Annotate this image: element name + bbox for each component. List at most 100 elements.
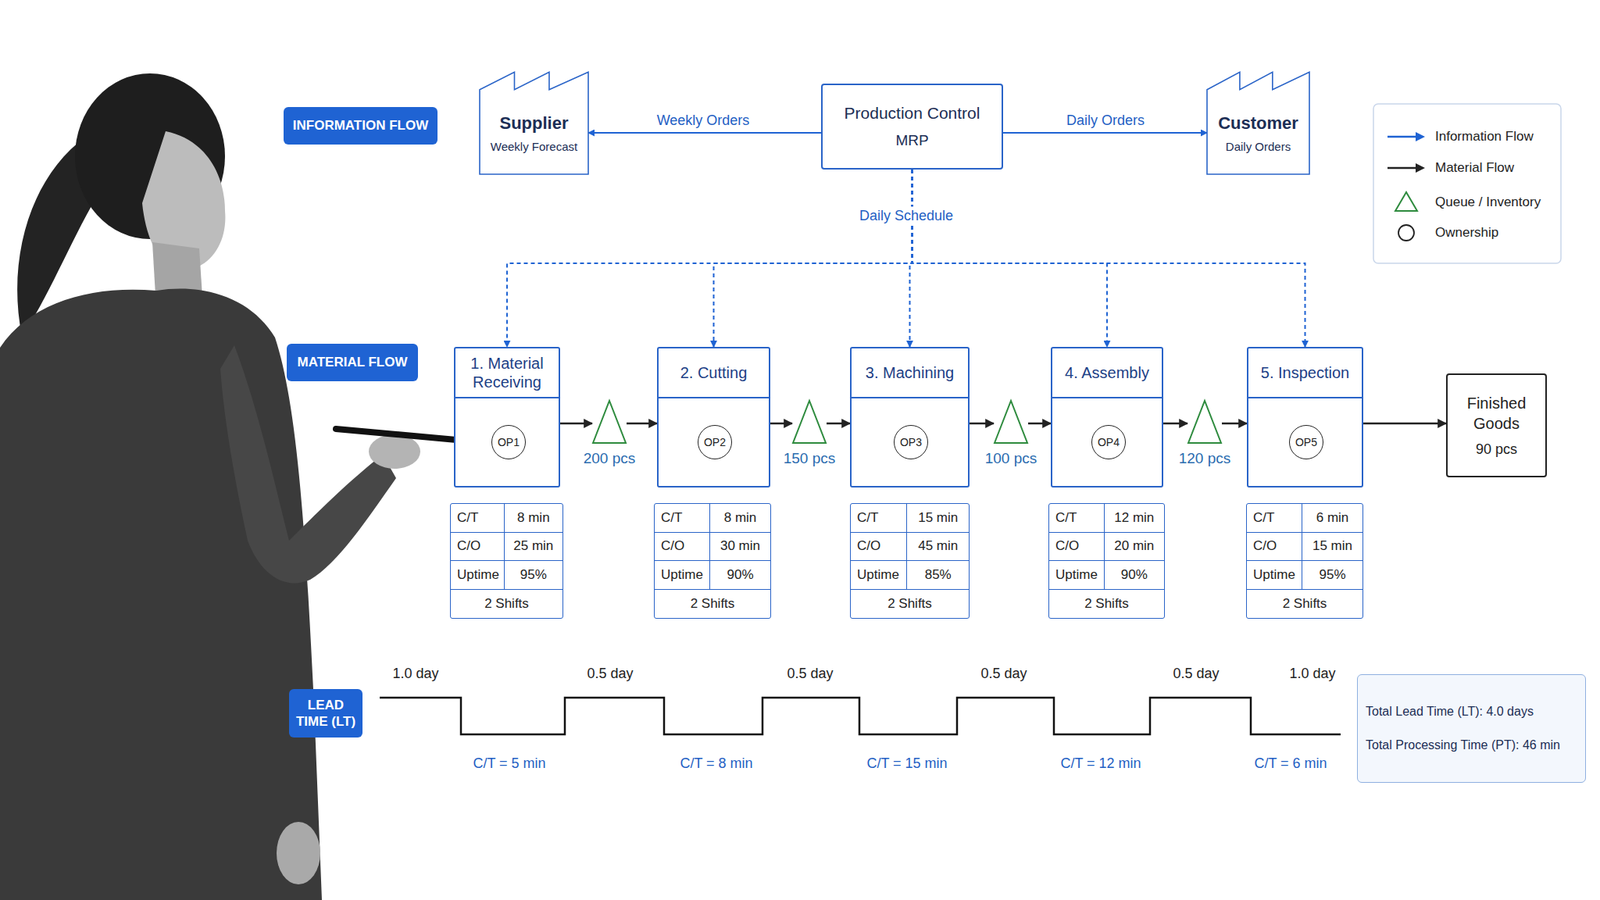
material-arrow — [969, 422, 994, 425]
cell-text: C/O — [1055, 538, 1079, 554]
table-cell: 2 Shifts — [450, 589, 563, 619]
table-cell: Uptime — [654, 560, 711, 590]
cell-text: C/O — [660, 538, 685, 554]
section-band: LEAD TIME (LT) — [289, 689, 363, 738]
table-cell: 2 Shifts — [1246, 589, 1363, 619]
cell-text: 2 Shifts — [690, 596, 736, 612]
triangle-outline — [792, 400, 827, 444]
process-box: 4. AssemblyOP4 — [1050, 346, 1164, 488]
material-arrow — [826, 422, 850, 425]
node-text: MRP — [895, 132, 929, 150]
cell-text: 20 min — [1114, 538, 1154, 554]
cell-text: Uptime — [1055, 567, 1098, 583]
table-cell: 90% — [1104, 560, 1165, 590]
node-text: 200 pcs — [583, 450, 636, 468]
table-cell: 15 min — [1302, 532, 1363, 562]
node-text: 2. Cutting — [658, 348, 769, 399]
cell-text: 25 min — [513, 538, 554, 554]
owner-circle: OP1 — [491, 425, 526, 460]
section-band: MATERIAL FLOW — [286, 343, 418, 382]
cell-text: 90% — [726, 567, 754, 583]
cell-text: 15 min — [1312, 538, 1353, 554]
material-arrow — [1221, 422, 1247, 425]
table-cell: 2 Shifts — [654, 589, 771, 619]
wait-time-label: 0.5 day — [980, 665, 1027, 683]
cell-text: Uptime — [660, 567, 704, 583]
table-cell: Uptime — [450, 560, 505, 590]
table-cell: 95% — [1302, 560, 1363, 590]
material-arrow — [626, 422, 658, 425]
table-cell: C/O — [1246, 532, 1303, 562]
node-text: 1. Material Receiving — [455, 348, 559, 399]
material-arrow — [770, 422, 793, 425]
table-cell: Uptime — [1049, 560, 1105, 590]
cell-text: 12 min — [1114, 510, 1154, 526]
node-text: 4. Assembly — [1052, 348, 1162, 399]
cell-text: 45 min — [917, 538, 958, 554]
table-cell: C/T — [850, 503, 908, 533]
cell-text: Uptime — [857, 567, 900, 583]
table-cell: 6 min — [1302, 503, 1363, 533]
table-cell: 2 Shifts — [850, 589, 969, 619]
cell-text: 85% — [925, 567, 952, 583]
schedule-line — [910, 169, 913, 347]
table-cell: 45 min — [907, 532, 969, 562]
wait-time-label: 0.5 day — [586, 665, 633, 683]
material-arrow — [560, 422, 593, 425]
data-table: C/T6 minC/O15 minUptime95%2 Shifts — [1246, 503, 1364, 619]
cell-text: 2 Shifts — [1282, 596, 1328, 612]
owner-circle: OP4 — [1091, 425, 1126, 460]
cell-text: C/T — [660, 510, 683, 526]
table-cell: C/T — [654, 503, 711, 533]
cell-text: C/O — [857, 538, 881, 554]
process-box: 3. MachiningOP3 — [850, 346, 970, 488]
node-text: Total Processing Time (PT): 46 min — [1365, 737, 1578, 754]
inventory-triangle: 150 pcs — [792, 400, 827, 444]
table-cell: C/T — [450, 503, 505, 533]
owner-circle: OP3 — [893, 425, 929, 460]
cell-text: C/T — [857, 510, 879, 526]
node-text: OP4 — [1097, 435, 1120, 449]
cell-text: 8 min — [724, 510, 758, 526]
material-arrow — [1363, 422, 1447, 425]
table-cell: Uptime — [850, 560, 908, 590]
wait-time-label: 0.5 day — [786, 665, 833, 683]
node-text: Weekly Forecast — [490, 139, 578, 154]
cell-text: C/T — [1055, 510, 1077, 526]
information-arrow — [588, 132, 822, 134]
node-text: OP1 — [497, 435, 520, 449]
cell-text: C/O — [457, 538, 481, 554]
node-text: 90 pcs — [1475, 441, 1518, 458]
cell-text: 6 min — [1316, 510, 1350, 526]
inventory-triangle: 100 pcs — [993, 400, 1029, 444]
section-band: INFORMATION FLOW — [283, 107, 438, 145]
table-cell: 8 min — [504, 503, 563, 533]
process-box: 1. Material ReceivingOP1 — [453, 346, 561, 488]
summary-box: Total Lead Time (LT): 4.0 daysTotal Proc… — [1357, 674, 1586, 783]
node-text: 150 pcs — [783, 450, 836, 468]
inventory-triangle: 200 pcs — [592, 400, 627, 444]
table-cell: 25 min — [504, 532, 563, 562]
data-table: C/T8 minC/O 25 minUptime95% 2 Shifts — [450, 503, 564, 619]
schedule-line — [507, 169, 913, 347]
table-cell: 95% — [504, 560, 563, 590]
cell-text: Uptime — [1253, 567, 1296, 583]
data-table: C/T8 minC/O30 minUptime90%2 Shifts — [653, 503, 772, 619]
node-text: Daily Orders — [1225, 139, 1291, 154]
node-text: Total Lead Time (LT): 4.0 days — [1365, 703, 1578, 721]
inventory-triangle: 120 pcs — [1187, 400, 1222, 444]
table-cell: C/O — [450, 532, 505, 562]
cell-text: 2 Shifts — [484, 596, 529, 612]
cell-text: 15 min — [917, 510, 958, 526]
schedule-line — [912, 169, 1108, 347]
process-box: 2. CuttingOP2 — [657, 346, 771, 488]
edge-label: Daily Orders — [1063, 111, 1148, 130]
node-text: OP5 — [1295, 435, 1318, 449]
legend-text: Material Flow — [1435, 160, 1515, 176]
table-cell: C/O — [654, 532, 711, 562]
triangle-outline — [592, 400, 627, 444]
cell-text: 2 Shifts — [1084, 596, 1129, 612]
node-text: Supplier — [499, 113, 568, 134]
node-text: 3. Machining — [851, 348, 968, 399]
legend-frame — [1373, 103, 1561, 264]
